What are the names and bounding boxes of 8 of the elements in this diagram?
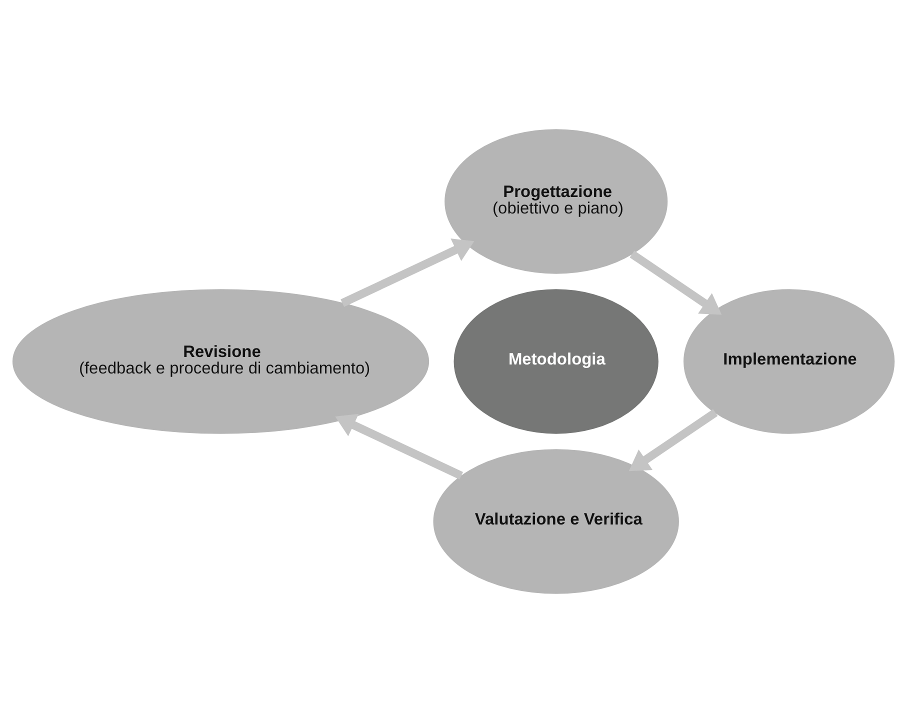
arrow bbox=[628, 408, 718, 471]
node-ellipse: Revisione (feedback e procedure di cambiamento) bbox=[12, 288, 430, 434]
arrow bbox=[630, 250, 722, 314]
node-ellipse: Implementazione bbox=[684, 288, 895, 434]
node-ellipse: Metodologia bbox=[454, 288, 658, 434]
arrow bbox=[335, 413, 464, 479]
node-ellipse: Progettazione (obiettivo e piano) bbox=[444, 128, 668, 274]
arrow bbox=[340, 238, 474, 306]
